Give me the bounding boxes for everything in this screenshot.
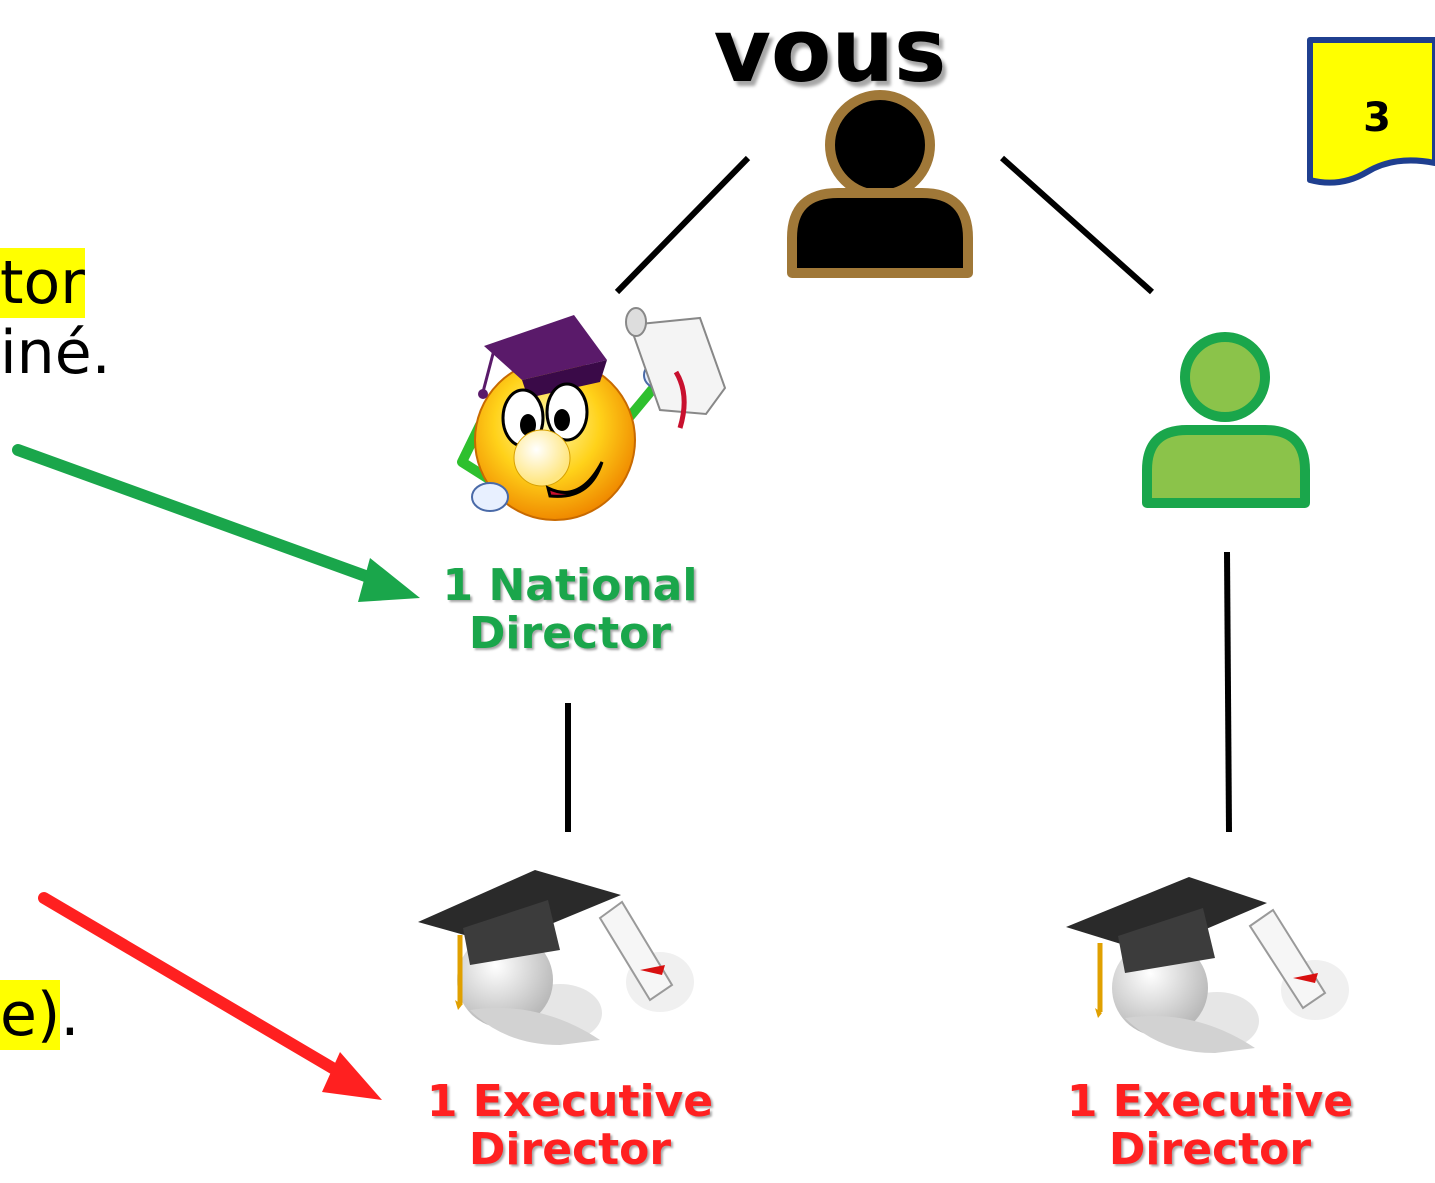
person-icon-you xyxy=(787,90,973,278)
left-text-line-3: e). xyxy=(0,980,80,1050)
left-text-line-2: iné. xyxy=(0,318,111,388)
node-label-national-line2: Director xyxy=(468,608,672,659)
connector-member-exec xyxy=(1224,551,1232,833)
left-text-tail: . xyxy=(60,980,80,1050)
document-badge-icon xyxy=(1307,37,1435,186)
connector-you-national xyxy=(614,155,751,295)
smiley-graduate-icon xyxy=(457,307,727,521)
red-arrow xyxy=(38,892,382,1100)
connector-lines xyxy=(565,155,1232,833)
node-label-exec-left-line1: 1 Executive xyxy=(426,1076,714,1127)
left-text-line-1: tor xyxy=(0,248,85,318)
node-label-exec-right: 1 Executive Director xyxy=(1040,1078,1380,1174)
green-arrow xyxy=(12,444,420,602)
node-label-exec-left-line2: Director xyxy=(468,1124,672,1175)
left-text-highlight-1: tor xyxy=(0,248,85,318)
graduate-figure-icon-left xyxy=(418,870,694,1045)
node-label-national-line1: 1 National xyxy=(442,560,698,611)
node-label-exec-right-line2: Director xyxy=(1108,1124,1312,1175)
node-label-exec-left: 1 Executive Director xyxy=(400,1078,740,1174)
connector-you-member xyxy=(1000,155,1154,295)
node-label-national: 1 National Director xyxy=(400,562,740,658)
person-icon-member xyxy=(1142,332,1310,508)
graduate-figure-icon-right xyxy=(1066,877,1349,1053)
left-text-highlight-2: e) xyxy=(0,980,61,1050)
node-label-exec-right-line1: 1 Executive xyxy=(1066,1076,1354,1127)
diagram-title: vous xyxy=(713,0,947,102)
badge-number: 3 xyxy=(1363,95,1391,141)
